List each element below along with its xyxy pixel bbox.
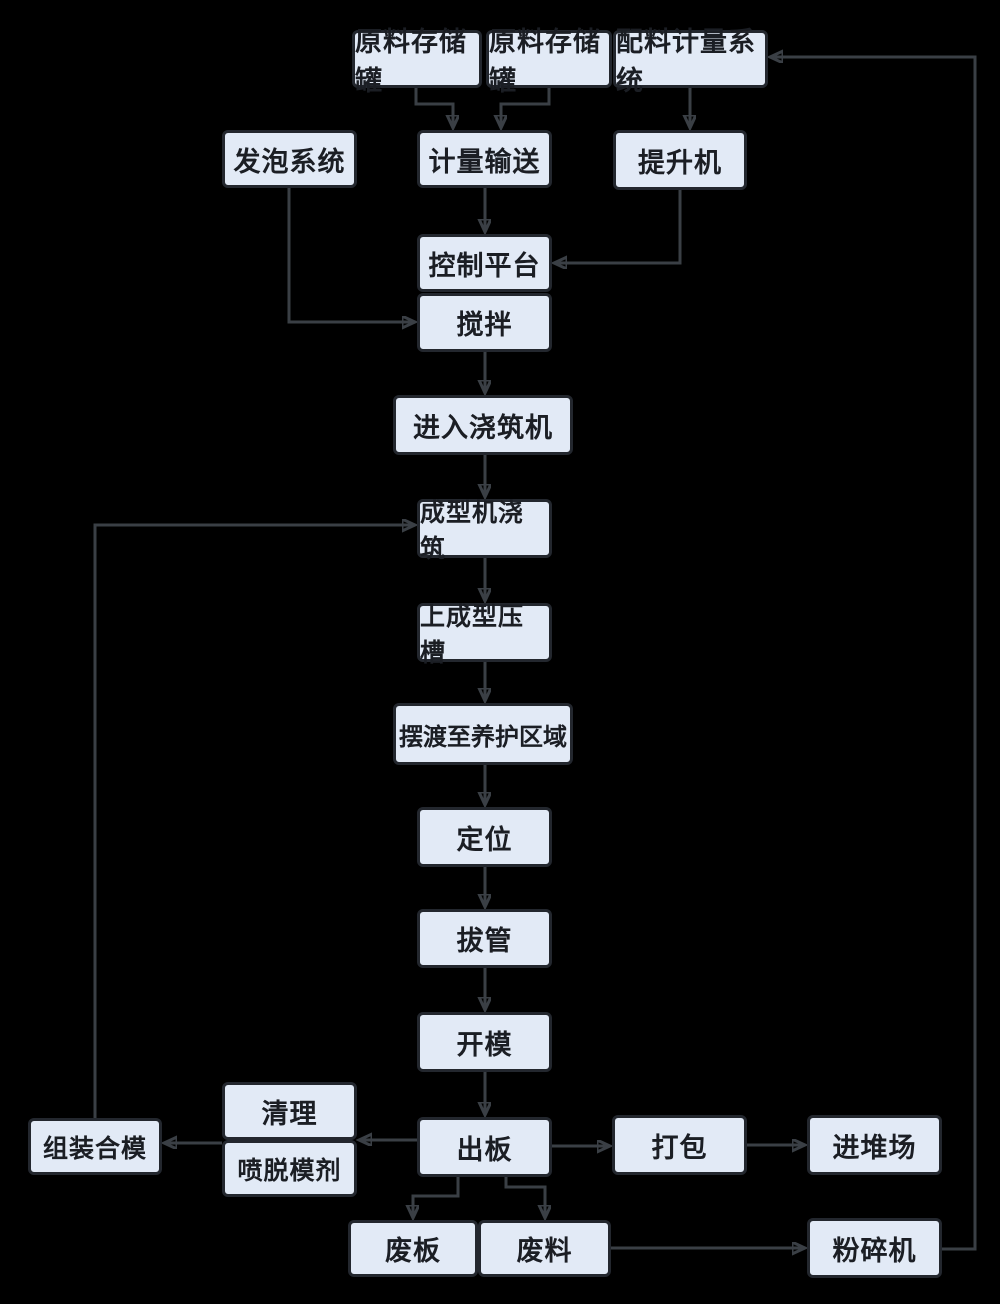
node-label: 计量输送 — [428, 146, 541, 177]
node-label: 出板 — [456, 1134, 513, 1165]
node-enter-pouring-machine: 进入浇筑机 — [393, 395, 573, 455]
node-label: 组装合模 — [42, 1135, 147, 1163]
node-raw-material-tank-1: 原料存储罐 — [352, 27, 482, 96]
node-label: 摆渡至养护区域 — [399, 724, 567, 751]
node-label: 配料计量系统 — [616, 27, 756, 96]
node-spray-release-agent: 喷脱模剂 — [222, 1140, 357, 1197]
node-board-out: 出板 — [417, 1117, 552, 1177]
node-ferry-to-curing-area: 摆渡至养护区域 — [393, 703, 573, 765]
node-control-platform: 控制平台 — [417, 234, 552, 292]
node-tube-pulling: 拔管 — [417, 909, 552, 968]
node-label: 废料 — [516, 1236, 573, 1266]
node-label: 进堆场 — [832, 1132, 917, 1163]
node-foaming-system: 发泡系统 — [222, 130, 357, 188]
node-waste-board: 废板 — [348, 1220, 478, 1277]
node-crusher: 粉碎机 — [807, 1218, 942, 1278]
node-forming-machine-pouring: 成型机浇筑 — [417, 499, 552, 563]
node-batching-metering-system: 配料计量系统 — [613, 27, 768, 96]
edge-boardout-wasteboard — [413, 1177, 460, 1218]
node-label: 进入浇筑机 — [413, 412, 553, 443]
node-positioning: 定位 — [417, 807, 552, 867]
edge-boardout-wastemat — [504, 1177, 545, 1218]
node-label: 废板 — [385, 1236, 441, 1266]
node-label: 喷脱模剂 — [237, 1157, 342, 1185]
edge-foaming-mixing — [287, 188, 415, 322]
node-label: 原料存储罐 — [489, 27, 601, 96]
node-waste-material: 废料 — [478, 1220, 611, 1277]
node-raw-material-tank-2: 原料存储罐 — [486, 27, 612, 96]
node-label: 定位 — [456, 824, 513, 855]
node-mixing: 搅拌 — [417, 293, 552, 352]
node-label: 提升机 — [638, 147, 722, 178]
node-assemble-close-mold: 组装合模 — [28, 1118, 162, 1175]
node-stockyard: 进堆场 — [807, 1115, 942, 1175]
node-packing: 打包 — [612, 1115, 747, 1175]
edge-hoist-control — [554, 190, 682, 263]
node-label: 粉碎机 — [832, 1235, 917, 1266]
node-label: 原料存储罐 — [355, 27, 467, 96]
node-label: 拔管 — [456, 926, 513, 956]
node-label: 发泡系统 — [233, 146, 346, 177]
node-label: 控制平台 — [428, 250, 541, 281]
node-label: 开模 — [456, 1029, 513, 1060]
node-label: 成型机浇筑 — [420, 499, 525, 563]
node-label: 清理 — [261, 1098, 318, 1129]
node-cleaning: 清理 — [222, 1082, 357, 1140]
node-label: 打包 — [651, 1132, 708, 1163]
edge-tank2-metering — [501, 88, 551, 128]
node-label: 搅拌 — [456, 310, 513, 340]
edge-crusher-batching — [770, 57, 977, 1251]
node-mold-opening: 开模 — [417, 1012, 552, 1072]
edge-tank1-metering — [414, 88, 453, 128]
node-hoist: 提升机 — [613, 130, 747, 190]
edge-assemble-formpour — [93, 525, 415, 1118]
node-forming-press-groove: 上成型压槽 — [417, 603, 552, 667]
node-metering-conveyor: 计量输送 — [417, 130, 552, 188]
node-label: 上成型压槽 — [420, 603, 525, 667]
